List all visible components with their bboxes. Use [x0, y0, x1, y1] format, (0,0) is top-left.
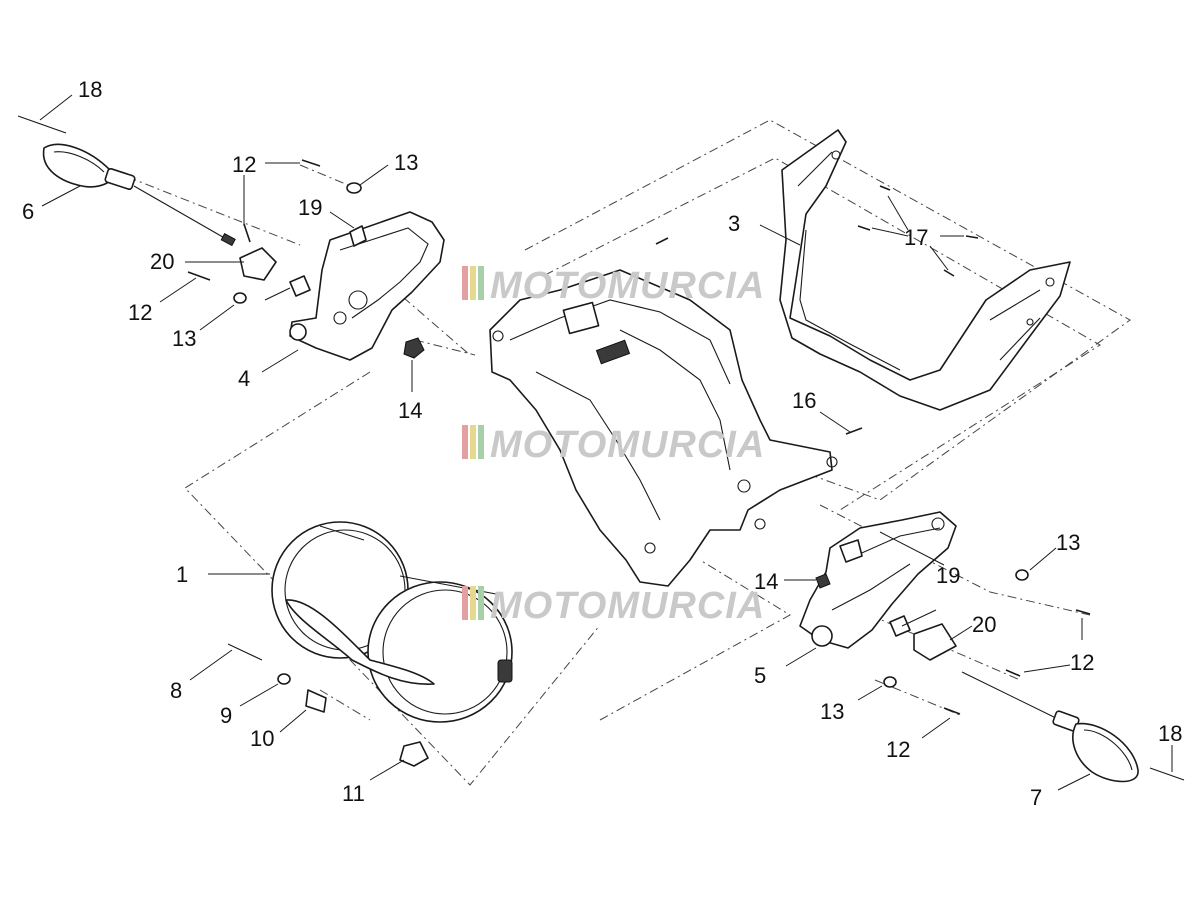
- callout-7: 7: [1030, 785, 1042, 810]
- watermark-stripe: [470, 425, 476, 459]
- callout-1: 1: [176, 562, 188, 587]
- watermark-text: MOTOMURCIA: [490, 585, 765, 627]
- right-headlight-bracket-part-5: [799, 511, 957, 649]
- callout-19-right: 20: [972, 612, 996, 637]
- callout-13-right: 13: [1056, 530, 1080, 555]
- left-hardware-parts: [187, 159, 425, 359]
- callout-14-left: 14: [398, 398, 422, 423]
- right-hardware-parts: [883, 569, 1091, 715]
- callout-5: 5: [754, 663, 766, 688]
- watermark-group: MOTOMURCIA MOTOMURCIA MOTOMURCIA: [462, 265, 765, 627]
- callout-13-top: 13: [394, 150, 418, 175]
- callout-8: 8: [170, 678, 182, 703]
- headlight-fasteners: [227, 643, 429, 767]
- left-headlight-bracket-part-4: [289, 211, 445, 361]
- callout-4: 4: [238, 366, 250, 391]
- callout-17-top-left: 18: [78, 77, 102, 102]
- callout-12-left: 12: [128, 300, 152, 325]
- watermark-stripe: [470, 266, 476, 300]
- callout-18-left: 19: [298, 195, 322, 220]
- watermark-stripe: [478, 266, 484, 300]
- left-indicator-part-6: [17, 115, 236, 247]
- callout-19-left: 20: [150, 249, 174, 274]
- watermark-stripe: [478, 425, 484, 459]
- callout-10: 10: [250, 726, 274, 751]
- callout-18-right: 19: [936, 563, 960, 588]
- callout-9: 9: [220, 703, 232, 728]
- callout-17-bottom-right: 18: [1158, 721, 1182, 746]
- watermark-text: MOTOMURCIA: [490, 265, 765, 307]
- watermark-stripe: [470, 586, 476, 620]
- watermark-stripe: [462, 586, 468, 620]
- callout-14-right: 14: [754, 569, 778, 594]
- callout-16: 17: [904, 225, 928, 250]
- callout-13-bottom: 13: [820, 699, 844, 724]
- callout-6: 6: [22, 199, 34, 224]
- callout-labels: 18 6 12 13 19 20 12 13 4 14 3 17 16 1 8 …: [22, 77, 1182, 810]
- callout-12-bottom: 12: [886, 737, 910, 762]
- callout-15: 16: [792, 388, 816, 413]
- watermark-stripe: [478, 586, 484, 620]
- callout-3: 3: [728, 211, 740, 236]
- watermark-text: MOTOMURCIA: [490, 424, 765, 466]
- watermark-stripe: [462, 266, 468, 300]
- right-indicator-part-7: [961, 671, 1185, 783]
- callout-11: 11: [342, 781, 365, 806]
- callout-12-top: 12: [232, 152, 256, 177]
- callout-leader-lines: [39, 94, 1173, 791]
- callout-13-left: 13: [172, 326, 196, 351]
- watermark-stripe: [462, 425, 468, 459]
- upper-fairing-part-3: [779, 129, 1071, 435]
- headlight-support-frame: [489, 237, 838, 587]
- callout-12-right: 12: [1070, 650, 1094, 675]
